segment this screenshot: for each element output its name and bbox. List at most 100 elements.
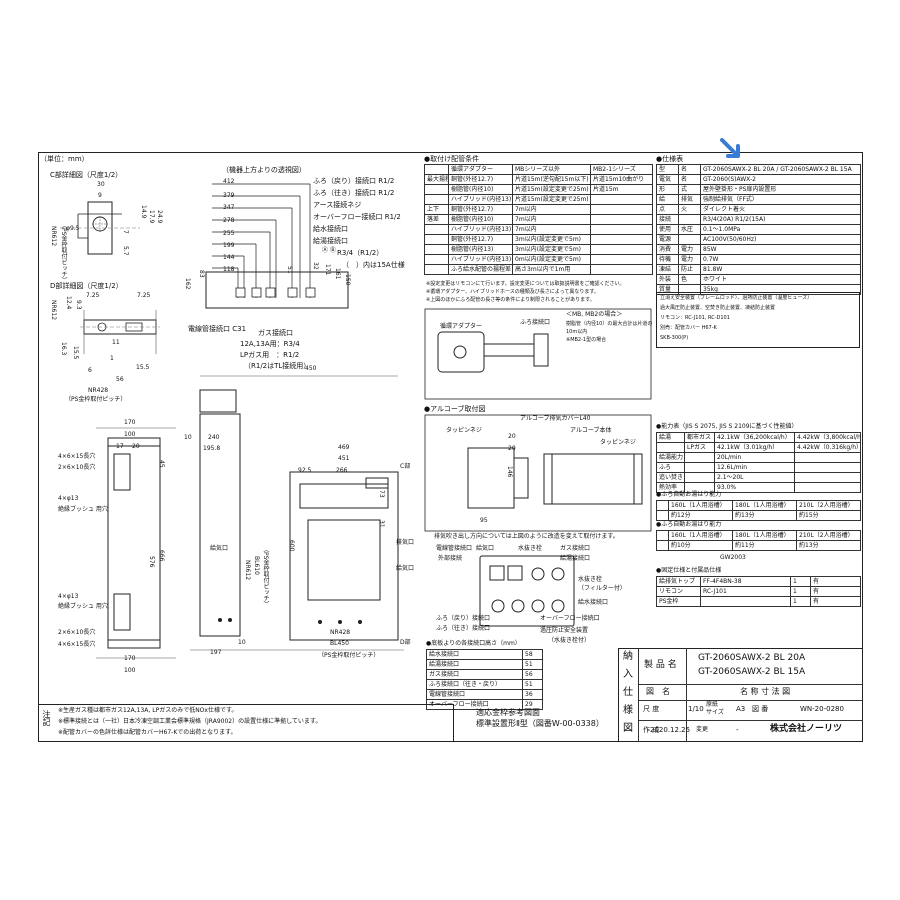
callout: 2×6×10長穴 xyxy=(58,464,96,471)
callout: 給気口 xyxy=(210,545,229,552)
dim: BL610 xyxy=(253,556,260,575)
dim: 100 xyxy=(124,667,136,674)
drawing-number: WN-20-0280 xyxy=(800,705,844,713)
callout: ふろ（戻り）接続口 xyxy=(436,615,491,622)
date-label: 作 成 xyxy=(643,726,660,734)
spec-title: ●仕様表 xyxy=(656,155,684,163)
callout: D部 xyxy=(400,639,411,646)
dim: 24.9 xyxy=(156,210,163,224)
callout: 給気口 xyxy=(476,545,495,552)
detail-c-title: C部詳細図（尺度1/2） xyxy=(50,171,123,179)
callout: タッピンネジ xyxy=(600,439,636,446)
product-name-2: GT-2060SAWX-2 BL 15A xyxy=(698,667,806,677)
adapter-table-title: ●取付け配管条件 xyxy=(424,155,480,163)
callout: 12A,13A用：R3/4 xyxy=(240,340,300,348)
table-row: 約12分約13分約15分 xyxy=(656,510,861,521)
callout: 過圧防止安全装置 xyxy=(540,627,589,634)
callout: ＜MB, MB2の場合＞ xyxy=(566,311,623,318)
perf-title: ●能力表（JIS S 2075, JIS S 2109に基づく性能値） xyxy=(656,423,798,430)
dim: 30 xyxy=(97,181,105,188)
table-row: 160L（1人用浴槽）180L（1人用浴槽）210L（2人用浴槽） xyxy=(656,530,861,541)
callout: 絶縁ブッシュ 用穴 xyxy=(58,603,108,610)
note-line: ※設定変更はリモコンにて行います。設定変更については取扱説明書をご確認ください。 xyxy=(426,281,625,287)
scale-label: 尺 度 xyxy=(643,705,660,713)
dim: 197 xyxy=(210,649,222,656)
callout: 4×φ13 xyxy=(58,495,79,502)
dim: 199 xyxy=(223,242,235,249)
dim: 92.5 xyxy=(298,467,312,474)
callout: オーバーフロー接続口 R1/2 xyxy=(313,213,401,221)
notes-label: 注記 xyxy=(42,710,51,726)
dim: 347 xyxy=(223,204,235,211)
table-row: 樹脂管(内径10)片道15m(設定変更で25m)片道15m xyxy=(424,184,653,195)
dim: 73 xyxy=(378,490,385,498)
detail-c-drawing xyxy=(60,201,140,255)
arrow-icon xyxy=(720,138,740,158)
dim: BL450 xyxy=(330,640,349,647)
callout: アルコーブ排気カバーL40 xyxy=(520,415,591,422)
callout: R3/4（R1/2） xyxy=(337,249,384,257)
callout: 給気口 xyxy=(396,565,415,572)
callout: 給水接続口 xyxy=(313,225,348,233)
callout: 4×φ13 xyxy=(58,593,79,600)
vertical-char: 入 xyxy=(623,669,633,680)
note-line: ※標準接続とは（一社）日本冷凍空調工業会標準規格（JRA9002）の設置仕様に準… xyxy=(58,718,322,725)
table-row: 160L（1人用浴槽）180L（1人用浴槽）210L（2人用浴槽） xyxy=(656,500,861,511)
dim: 51 xyxy=(286,266,293,274)
dim: 10 xyxy=(184,434,192,441)
dim: 15.5 xyxy=(136,364,150,371)
table-row: ハイブリッド(内径13)0m以内(設定変更で5m) xyxy=(424,254,653,265)
dim: 5.7 xyxy=(122,246,129,256)
dim: 20 xyxy=(508,433,516,440)
dim: φ9.5 xyxy=(66,225,80,232)
callout: ふろ接続口 xyxy=(520,319,551,326)
table-row: 樹脂管(内径13)3m以内(設定変更で5m) xyxy=(424,244,653,255)
top-view-drawing xyxy=(205,183,349,309)
table-row: 銅管(外径12.7)3m以内(設定変更で5m) xyxy=(424,234,653,245)
date-value: 2020.12.25 xyxy=(650,726,691,734)
product-name-1: GT-2060SAWX-2 BL 20A xyxy=(698,653,806,663)
dim: 600 xyxy=(288,540,295,552)
dim: 412 xyxy=(223,178,235,185)
side-view-drawing xyxy=(96,427,176,659)
callout: （フィルター付） xyxy=(578,585,626,592)
note-line: 過大風圧防止装置、空焚き防止装置、凍結防止装置 xyxy=(660,305,776,311)
dim: 170 xyxy=(124,655,136,662)
dim: 15.5 xyxy=(72,346,79,360)
accessory-title: ●固定仕様と付属品仕様 xyxy=(656,567,722,574)
note-line: ※循環アダプター、ハイブリッドホースの種類及び長さによって異なります。 xyxy=(426,289,599,295)
callout: ふろ（往き）接続口 R1/2 xyxy=(313,189,395,197)
dim: 45 xyxy=(158,460,165,468)
dim: 161 xyxy=(334,268,341,280)
table-row: ハイブリッド(内径13)片道15m(設定変更で25m) xyxy=(424,194,653,205)
note-line: ※生産ガス種は都市ガス12A,13A, LPガスのみで低NOx仕様です。 xyxy=(58,707,238,714)
dim: 379 xyxy=(223,192,235,199)
table-row: 上下銅管(外径12.7)7m以内 xyxy=(424,204,653,215)
table-row: ふろ給水配管の揚程差高さ3m以内で1m用 xyxy=(424,264,653,275)
callout: 給水接続口 xyxy=(578,599,609,606)
callout: タッピンネジ xyxy=(446,427,482,434)
callout: 給湯接続口 xyxy=(313,237,348,245)
table-row: 約10分約11分約13分 xyxy=(656,540,861,551)
dim: 146 xyxy=(506,466,513,478)
callout: オーバーフロー接続口 xyxy=(540,615,600,622)
dim: 9.3 xyxy=(75,300,82,310)
bracket-note: 適応金枠参考図面 xyxy=(476,708,540,717)
table-row: 外装色ホワイト xyxy=(656,274,861,285)
dim: 95 xyxy=(480,517,488,524)
callout: ※MB2-1型の場合 xyxy=(566,337,607,343)
unit-note: （単位：mm） xyxy=(40,155,89,163)
drawing-label: 図 名 xyxy=(646,687,670,696)
size-label: サイズ xyxy=(706,709,724,716)
title-block-frame xyxy=(618,648,863,742)
